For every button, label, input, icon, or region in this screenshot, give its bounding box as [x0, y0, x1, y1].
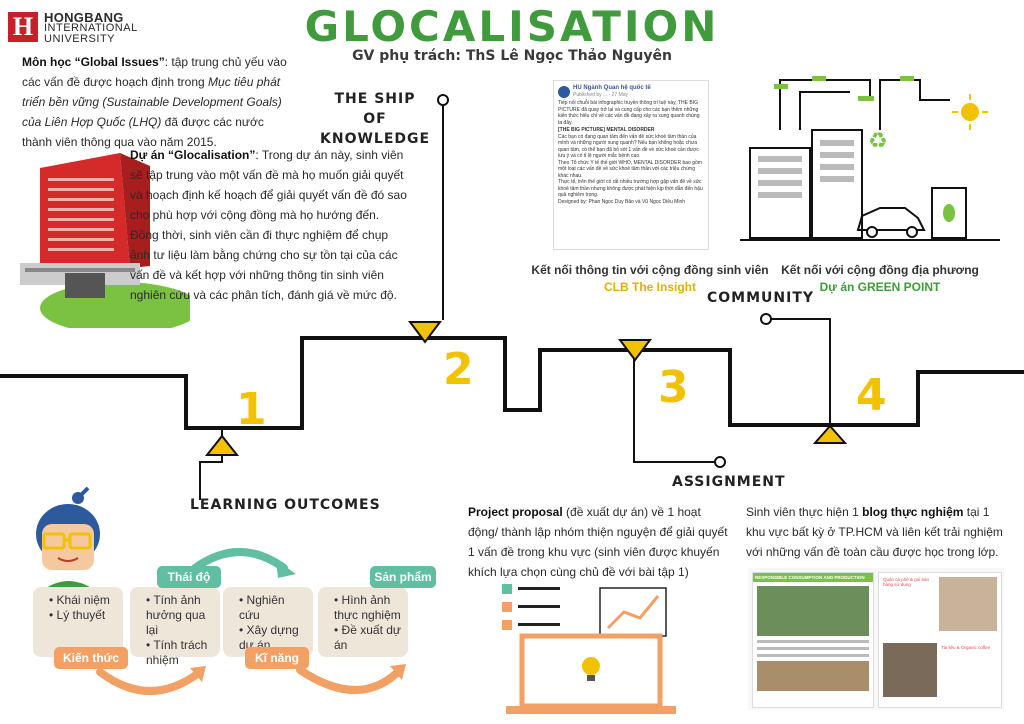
laptop-illustration	[502, 584, 676, 714]
course-label: Môn học “Global Issues”	[22, 55, 165, 69]
proposal-label: Project proposal	[468, 505, 563, 519]
blog-text-1: Sinh viên thực hiện 1	[746, 505, 863, 519]
logo-mark-icon: H	[8, 12, 38, 42]
course-paragraph: Môn học “Global Issues”: tập trung chủ y…	[22, 52, 294, 152]
post-body-4: Thực tế, trên thế giới có rất nhiều trườ…	[558, 179, 703, 198]
course-text-1: : tập trung chủ yếu vào các vấn đề được …	[22, 55, 287, 89]
attitude-item-1: Tính ảnh hưởng qua lại	[146, 593, 214, 638]
blog-side-2: Tài liệu & Organic coffee	[941, 645, 991, 650]
project-text: : Trong dự án này, sinh viên sẽ tập trun…	[130, 148, 407, 302]
step-number-4: 4	[856, 370, 887, 421]
attitude-tag: Thái độ	[157, 566, 221, 588]
logo: H HONGBANG INTERNATIONAL UNIVERSITY	[8, 10, 138, 46]
car-icon	[856, 207, 926, 238]
facebook-post: HU Ngành Quan hệ quốc tế Published by ..…	[553, 80, 709, 250]
blog-header: RESPONSIBLE CONSUMPTION AND PRODUCTION	[753, 573, 873, 582]
caption-insight: Kết nối thông tin với cộng đồng sinh viê…	[520, 262, 780, 296]
post-meta: Published by ... · 27 May ·	[573, 91, 632, 98]
post-body: Tiếp nối chuỗi bài infographic truyền th…	[558, 100, 700, 126]
attitude-item-2: Tính trách nhiệm	[146, 638, 214, 668]
project-paragraph: Dự án “Glocalisation”: Trong dự án này, …	[130, 145, 410, 305]
knowledge-box: Khái niệm Lý thuyết	[33, 587, 123, 657]
building-illustration	[20, 153, 190, 328]
skills-tag: Kĩ năng	[245, 647, 309, 669]
product-tag: Sản phẩm	[370, 566, 436, 588]
page-title: GLOCALISATION	[304, 2, 720, 51]
glasses-icon	[42, 532, 92, 550]
blog-photo-3	[939, 577, 997, 631]
blog-page-right: Quán cà phê & gói bán hàng sử dụng Tài l…	[878, 572, 1002, 708]
blog-page-left: RESPONSIBLE CONSUMPTION AND PRODUCTION	[752, 572, 874, 708]
knowledge-item-1: Khái niệm	[49, 593, 117, 608]
blog-paragraph: Sinh viên thực hiện 1 blog thực nghiệm t…	[746, 502, 1012, 562]
curved-arrow-icon	[96, 548, 404, 695]
logo-brand: HONGBANG	[44, 10, 124, 25]
caption-greenpoint-line2: Dự án GREEN POINT	[819, 280, 941, 294]
knowledge-tag: Kiến thức	[54, 647, 128, 669]
page-avatar-icon	[558, 85, 570, 98]
lightbulb-icon	[582, 657, 600, 681]
step-number-3: 3	[658, 362, 689, 413]
arrowhead-icon	[190, 666, 206, 682]
post-page-name: HU Ngành Quan hệ quốc tế	[573, 85, 651, 91]
blog-photo-1	[757, 586, 869, 636]
proposal-paragraph: Project proposal (đề xuất dự án) về 1 ho…	[468, 502, 730, 582]
skills-item-1: Nghiên cứu	[239, 593, 307, 623]
city-illustration: ♻	[740, 76, 1000, 241]
product-item-2: Đề xuất dự án	[334, 623, 402, 653]
charger-icon	[931, 187, 967, 239]
logo-text: HONGBANG INTERNATIONAL UNIVERSITY	[44, 10, 138, 45]
blog-text-2: tại 1 khu vực bất kỳ ở TP.HCM và liên kế…	[746, 505, 1003, 559]
logo-line2: INTERNATIONAL	[44, 22, 138, 34]
course-text-2: đã được các nước thành viên thông qua và…	[22, 115, 264, 149]
attitude-box: Tính ảnh hưởng qua lại Tính trách nhiệm	[130, 587, 220, 667]
project-label: Dự án “Glocalisation”	[130, 148, 256, 162]
checklist-icon	[502, 584, 560, 630]
page-subtitle: GV phụ trách: ThS Lê Ngọc Thảo Nguyên	[352, 48, 672, 64]
blog-side-1: Quán cà phê & gói bán hàng sử dụng	[883, 577, 930, 587]
recycle-icon: ♻	[868, 129, 888, 154]
product-box: Hình ảnh thực nghiệm Đề xuất dự án	[318, 587, 408, 657]
caption-greenpoint: Kết nối với cộng đồng địa phương Dự án G…	[775, 262, 985, 296]
step-number-1: 1	[236, 384, 267, 435]
blog-pages: RESPONSIBLE CONSUMPTION AND PRODUCTION Q…	[748, 568, 1004, 710]
proposal-text: (đề xuất dự án) về 1 hoạt động/ thành lậ…	[468, 505, 728, 579]
heading-assignment: ASSIGNMENT	[672, 474, 786, 490]
skills-box: Nghiên cứu Xây dựng dự án	[223, 587, 313, 657]
step-number-2: 2	[443, 344, 474, 395]
post-body-3: Theo Tổ chức Y tế thế giới WHO, MENTAL D…	[558, 159, 702, 179]
sun-icon	[952, 94, 988, 130]
outcome-arrows	[96, 548, 406, 695]
caption-insight-line1: Kết nối thông tin với cộng đồng sinh viê…	[531, 263, 769, 277]
arrowhead-icon	[276, 560, 296, 578]
logo-line3: UNIVERSITY	[44, 33, 116, 45]
product-item-1: Hình ảnh thực nghiệm	[334, 593, 402, 623]
course-italic: Mục tiêu phát triển bền vững (Sustainabl…	[22, 75, 282, 129]
heading-ship-line2: KNOWLEDGE	[320, 131, 431, 147]
heading-ship-line1: THE SHIP OF	[334, 91, 416, 127]
caption-insight-line2: CLB The Insight	[604, 280, 696, 294]
arrowhead-icon	[390, 664, 406, 680]
blog-label: blog thực nghiệm	[862, 505, 964, 519]
chart-paper-icon	[599, 587, 667, 637]
post-tag: [THE BIG PICTURE] MENTAL DISORDER	[558, 127, 655, 133]
blog-photo-2	[757, 661, 869, 691]
post-credit: Designed by: Phan Ngọc Duy Bảo và Vũ Ngọ…	[558, 198, 686, 205]
caption-greenpoint-line1: Kết nối với cộng đồng địa phương	[781, 263, 979, 277]
heading-learning-outcomes: LEARNING OUTCOMES	[190, 497, 381, 513]
heading-community: COMMUNITY	[707, 290, 815, 306]
knowledge-item-2: Lý thuyết	[49, 608, 117, 623]
heading-ship-of-knowledge: THE SHIP OF KNOWLEDGE	[320, 89, 430, 149]
post-body-2: Các bạn có đang quan tâm đến vấn đề sức …	[558, 133, 699, 160]
blog-photo-4	[883, 643, 937, 697]
